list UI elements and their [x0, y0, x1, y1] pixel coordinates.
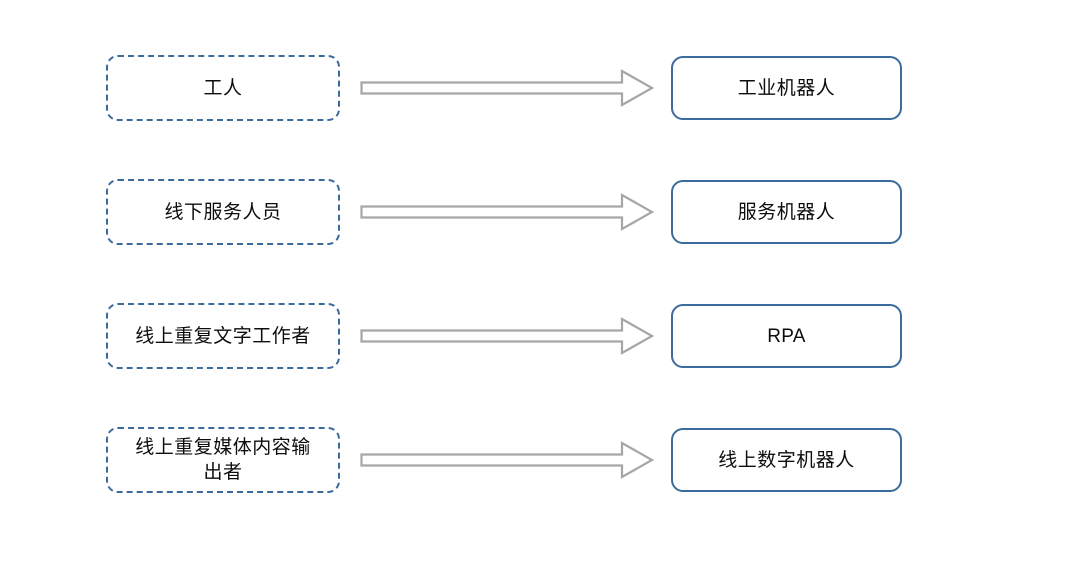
- flow-arrow-icon: [360, 68, 654, 108]
- mapping-row: 工人 工业机器人: [0, 55, 1068, 121]
- target-label: 服务机器人: [737, 201, 836, 223]
- flow-arrow-icon: [360, 192, 654, 232]
- mapping-row: 线下服务人员 服务机器人: [0, 179, 1068, 245]
- source-label: 线下服务人员: [164, 201, 282, 223]
- source-box[interactable]: 工人: [106, 55, 340, 121]
- target-label: RPA: [767, 325, 806, 347]
- flow-arrow-icon: [360, 440, 654, 480]
- source-label: 工人: [203, 77, 243, 99]
- target-box[interactable]: 工业机器人: [671, 56, 902, 120]
- target-box[interactable]: 服务机器人: [671, 180, 902, 244]
- mapping-row: 线上重复媒体内容输 出者 线上数字机器人: [0, 427, 1068, 493]
- source-box[interactable]: 线上重复媒体内容输 出者: [106, 427, 340, 493]
- source-label: 线上重复文字工作者: [135, 325, 311, 347]
- target-box[interactable]: RPA: [671, 304, 902, 368]
- target-label: 线上数字机器人: [718, 449, 855, 471]
- mapping-row: 线上重复文字工作者 RPA: [0, 303, 1068, 369]
- source-box[interactable]: 线上重复文字工作者: [106, 303, 340, 369]
- source-box[interactable]: 线下服务人员: [106, 179, 340, 245]
- target-label: 工业机器人: [737, 77, 836, 99]
- source-label: 线上重复媒体内容输 出者: [135, 437, 311, 483]
- target-box[interactable]: 线上数字机器人: [671, 428, 902, 492]
- flow-arrow-icon: [360, 316, 654, 356]
